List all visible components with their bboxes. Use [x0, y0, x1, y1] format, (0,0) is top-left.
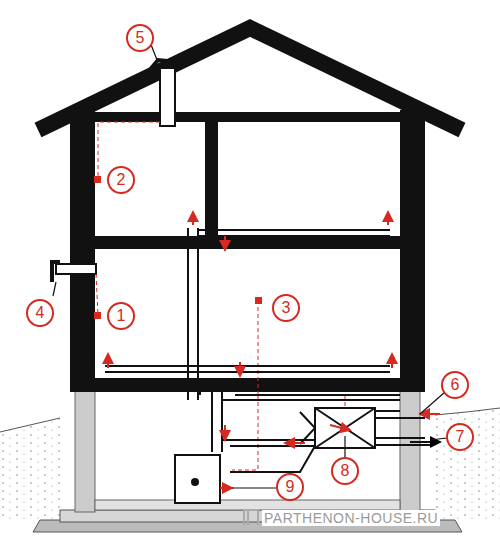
callout-circle: 2 — [107, 166, 135, 194]
callout-number: 2 — [117, 172, 126, 188]
callout-number: 9 — [286, 479, 295, 495]
watermark: PARTHENON-HOUSE.RU — [262, 510, 440, 526]
callout-circle: 3 — [272, 294, 300, 322]
callout-number: 7 — [456, 429, 465, 445]
callout-number: 3 — [282, 300, 291, 316]
callout-number: 5 — [136, 30, 145, 46]
callout-number: 8 — [341, 463, 350, 479]
callout-circle: 9 — [276, 473, 304, 501]
callout-circle: 8 — [331, 457, 359, 485]
callout-circle: 1 — [107, 302, 135, 330]
callout-circle: 4 — [26, 299, 54, 327]
callout-circle: 6 — [441, 371, 469, 399]
callout-number: 6 — [451, 377, 460, 393]
callout-circle: 5 — [126, 24, 154, 52]
callout-number: 4 — [36, 305, 45, 321]
callout-number: 1 — [117, 308, 126, 324]
callout-circle: 7 — [446, 423, 474, 451]
